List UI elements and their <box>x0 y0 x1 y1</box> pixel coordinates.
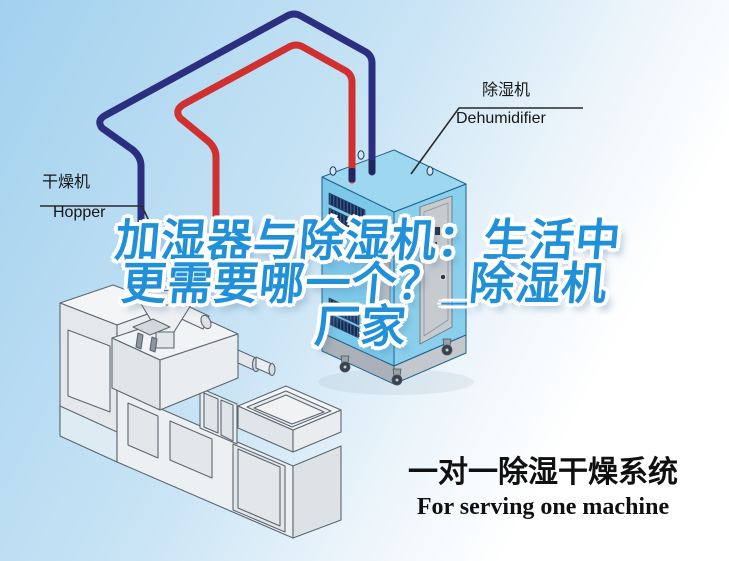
hopper-label-en: Hopper <box>53 204 106 221</box>
callout-leader-lines <box>40 107 583 235</box>
dehumidifier-illustration <box>318 149 474 395</box>
hopper-funnel <box>132 286 212 353</box>
headline-line-1: 加湿器与除湿机：生活中 <box>113 215 624 266</box>
slogan-zh: 一对一除湿干燥系统 <box>408 456 678 489</box>
dehumidifier-top-eyelets <box>329 150 434 176</box>
slogan: 一对一除湿干燥系统 For serving one machine <box>390 456 696 521</box>
extruder-nozzle <box>237 349 276 377</box>
dehumidifier-label-en: Dehumidifier <box>456 110 546 127</box>
headline-line-2: 更需要哪一个？_除湿机 <box>119 258 610 309</box>
headline-title: 加湿器与除湿机：生活中 更需要哪一个？_除湿机 厂家 <box>0 215 729 352</box>
hopper-label-zh: 干燥机 <box>42 174 91 191</box>
extruder-clamp-frame <box>237 385 342 453</box>
extruder-illustration <box>59 284 342 539</box>
extruder-cover-windows <box>199 387 238 445</box>
slogan-en: For serving one machine <box>416 494 670 520</box>
pipe-red <box>174 41 356 276</box>
pipe-navy <box>96 10 376 272</box>
dehumidifier-casters <box>339 338 453 386</box>
hose-pipes <box>96 10 376 276</box>
dehumidifier-label-zh: 除湿机 <box>482 82 531 99</box>
dehumidifier-door <box>419 195 453 345</box>
headline-line-3: 厂家 <box>312 301 409 352</box>
